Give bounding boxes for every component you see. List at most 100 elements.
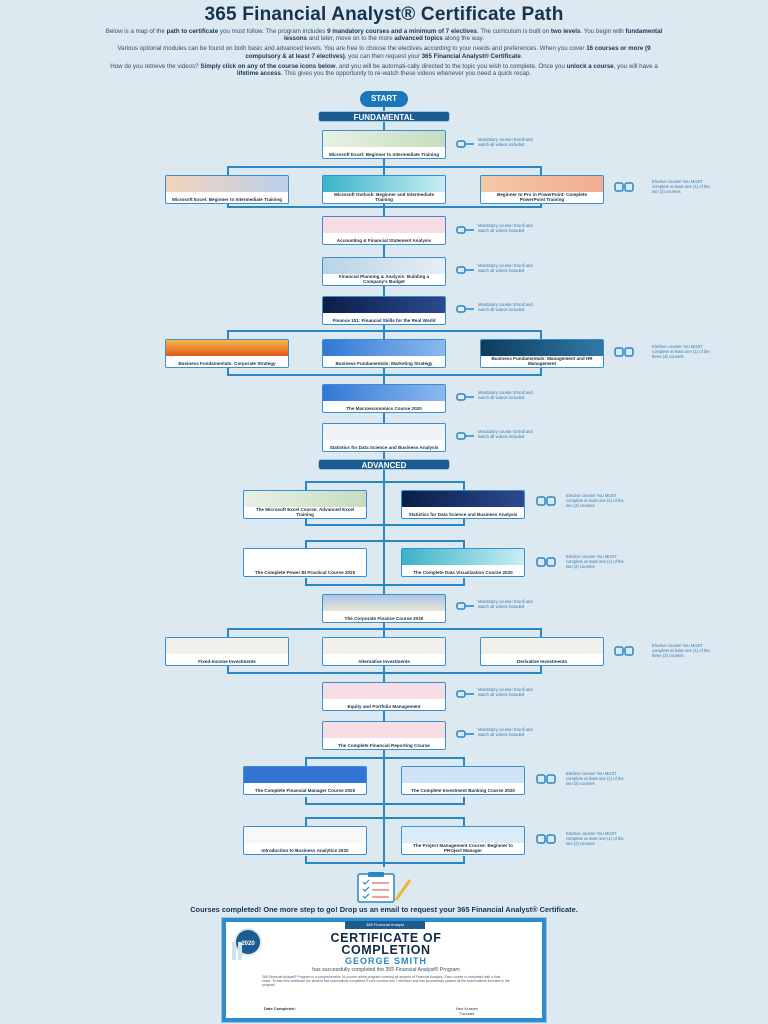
course-thumbnail xyxy=(402,491,524,507)
course-card-alternative-investments[interactable]: Alternative Investments xyxy=(322,637,446,666)
intro-paragraph-2: Various optional modules can be found on… xyxy=(117,45,651,60)
course-card-hr-management[interactable]: Business Fundamentals: Management and HR… xyxy=(480,339,604,368)
course-card-equity-portfolio[interactable]: Equity and Portfolio Management xyxy=(322,682,446,711)
course-card-business-analytics[interactable]: Introduction to Business Analytics 2020 xyxy=(243,826,367,855)
course-card-marketing-strategy[interactable]: Business Fundamentals: Marketing Strateg… xyxy=(322,339,446,368)
certificate-statement: has successfully completed the 365 Finan… xyxy=(312,967,460,973)
mandatory-key-icon xyxy=(456,140,474,148)
elective-key-icon xyxy=(614,182,634,192)
elective-note: Elective course! You MUST complete at le… xyxy=(566,554,624,569)
course-title: Microsoft Excel: Beginner to Intermediat… xyxy=(171,197,282,202)
course-thumbnail xyxy=(323,340,445,356)
course-title: Business Fundamentals: Marketing Strateg… xyxy=(335,361,433,366)
course-title: The Microsoft Excel Course: Advanced Exc… xyxy=(255,507,355,517)
course-thumbnail xyxy=(323,722,445,738)
mandatory-key-icon xyxy=(456,305,474,313)
course-thumbnail xyxy=(402,549,524,565)
start-badge: START xyxy=(360,91,408,107)
elective-key-icon xyxy=(536,774,556,784)
mandatory-note: Mandatory course! Enroll and watch all v… xyxy=(478,429,533,439)
course-title: Microsoft Excel: Beginner to Intermediat… xyxy=(328,152,439,157)
course-card-corporate-strategy[interactable]: Business Fundamentals: Corporate Strateg… xyxy=(165,339,289,368)
course-card-powerpoint[interactable]: Beginner to Pro in PowerPoint: Complete … xyxy=(480,175,604,204)
course-card-financial-reporting[interactable]: The Complete Financial Reporting Course xyxy=(322,721,446,750)
course-title: Business Fundamentals: Management and HR… xyxy=(491,356,593,366)
fundamental-section-label: FUNDAMENTAL xyxy=(318,111,450,122)
course-title: Microsoft Outlook: Beginner and Intermed… xyxy=(333,192,435,202)
course-title: The Complete Financial Manager Course 20… xyxy=(254,788,356,793)
course-thumbnail xyxy=(244,827,366,843)
mandatory-key-icon xyxy=(456,393,474,401)
course-card-advanced-excel[interactable]: The Microsoft Excel Course: Advanced Exc… xyxy=(243,490,367,519)
course-title: The Complete Financial Reporting Course xyxy=(338,743,430,748)
course-thumbnail xyxy=(402,767,524,783)
outlook-icon xyxy=(323,176,445,192)
excel-icon xyxy=(323,131,445,147)
mandatory-note: Mandatory course! Enroll and watch all v… xyxy=(478,727,533,737)
course-card-corporate-finance[interactable]: The Corporate Finance Course 2020 xyxy=(322,594,446,623)
course-title: Statistics for Data Science and Business… xyxy=(329,445,439,450)
course-card-word[interactable]: Microsoft Excel: Beginner to Intermediat… xyxy=(165,175,289,204)
course-title: Equity and Portfolio Management xyxy=(347,704,421,709)
course-thumbnail xyxy=(166,638,288,654)
course-card-fixed-income[interactable]: Fixed-Income Investments xyxy=(165,637,289,666)
elective-key-icon xyxy=(614,347,634,357)
mandatory-key-icon xyxy=(456,690,474,698)
intro-paragraph-3: How do you retrieve the videos? Simply c… xyxy=(110,62,658,78)
calculator-icon xyxy=(323,258,445,274)
elective-key-icon xyxy=(536,557,556,567)
course-title: Financial Planning & Analysis: Building … xyxy=(338,274,430,284)
course-thumbnail xyxy=(244,767,366,783)
course-thumbnail xyxy=(166,340,288,356)
course-card-financial-manager[interactable]: The Complete Financial Manager Course 20… xyxy=(243,766,367,795)
course-card-data-visualization[interactable]: The Complete Data Visualization Course 2… xyxy=(401,548,525,577)
course-card-outlook[interactable]: Microsoft Outlook: Beginner and Intermed… xyxy=(322,175,446,204)
course-thumbnail xyxy=(323,683,445,699)
magnifier-icon xyxy=(323,424,445,440)
certificate-tag: 365 Financial Analyst xyxy=(345,921,425,929)
course-card-macroeconomics[interactable]: The Macroeconomics Course 2020 xyxy=(322,384,446,413)
course-title: Finance 101: Financial Skills for the Re… xyxy=(332,318,436,323)
course-title: Beginner to Pro in PowerPoint: Complete … xyxy=(496,192,588,202)
certificate-date-label: Date Completed: xyxy=(264,1006,296,1011)
powerpoint-icon xyxy=(481,176,603,192)
checklist-icon xyxy=(357,872,412,903)
course-card-project-management[interactable]: The Project Management Course: Beginner … xyxy=(401,826,525,855)
mandatory-note: Mandatory course! Enroll and watch all v… xyxy=(478,302,533,312)
elective-note: Elective course! You MUST complete at le… xyxy=(566,831,624,846)
elective-key-icon xyxy=(536,834,556,844)
mandatory-note: Mandatory course! Enroll and watch all v… xyxy=(478,687,533,697)
course-thumbnail xyxy=(323,385,445,401)
course-thumbnail xyxy=(323,595,445,611)
mandatory-key-icon xyxy=(456,266,474,274)
mandatory-note: Mandatory course! Enroll and watch all v… xyxy=(478,263,533,273)
course-title: Fixed-Income Investments xyxy=(198,659,256,664)
course-thumbnail xyxy=(323,297,445,313)
completion-message: Courses completed! One more step to go! … xyxy=(190,905,578,914)
page-title: 365 Financial Analyst® Certificate Path xyxy=(204,4,564,25)
decorative-bars xyxy=(232,942,242,960)
course-card-accounting[interactable]: Accounting & Financial Statement Analysi… xyxy=(322,216,446,245)
course-title: The Complete Data Visualization Course 2… xyxy=(413,570,513,575)
course-thumbnail xyxy=(402,827,524,843)
course-card-derivatives[interactable]: Derivative Investments xyxy=(480,637,604,666)
course-title: Alternative Investments xyxy=(358,659,410,664)
certificate-preview: 365 Financial Analyst 2020 CERTIFICATE O… xyxy=(221,917,547,1023)
course-card-excel-beginner[interactable]: Microsoft Excel: Beginner to Intermediat… xyxy=(322,130,446,159)
mandatory-key-icon xyxy=(456,730,474,738)
elective-note: Elective course! You MUST complete at le… xyxy=(566,771,624,786)
course-card-fpa[interactable]: Financial Planning & Analysis: Building … xyxy=(322,257,446,286)
course-thumbnail xyxy=(481,340,603,356)
certificate-body: 365 Financial Analyst® Program is a comp… xyxy=(262,975,510,987)
mandatory-note: Mandatory course! Enroll and watch all v… xyxy=(478,390,533,400)
elective-note: Elective course! You MUST complete at le… xyxy=(652,344,710,359)
course-card-statistics[interactable]: Statistics for Data Science and Business… xyxy=(322,423,446,452)
course-card-statistics-advanced[interactable]: Statistics for Data Science and Business… xyxy=(401,490,525,519)
course-card-power-bi[interactable]: The Complete Power BI Practical Course 2… xyxy=(243,548,367,577)
course-card-finance-101[interactable]: Finance 101: Financial Skills for the Re… xyxy=(322,296,446,325)
course-card-investment-banking[interactable]: The Complete Investment Banking Course 2… xyxy=(401,766,525,795)
course-title: The Project Management Course: Beginner … xyxy=(413,843,513,853)
course-title: The Corporate Finance Course 2020 xyxy=(344,616,424,621)
elective-note: Elective course! You MUST complete at le… xyxy=(652,179,710,194)
